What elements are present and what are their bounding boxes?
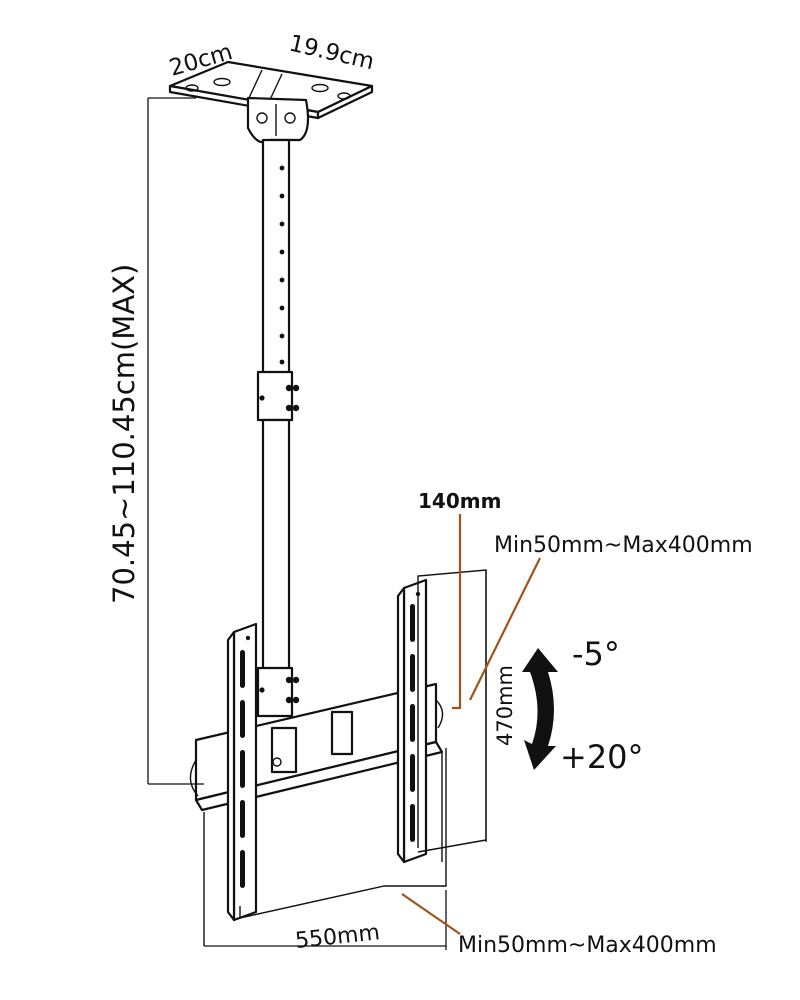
arm-spacing-label: 140mm [418,489,501,513]
vesa-top-label: Min50mm~Max400mm [494,533,753,558]
dimension-lines [147,97,487,950]
curved-double-arrow-icon [522,648,558,770]
plate-depth-label: 19.9cm [287,31,377,76]
labels: 20cm 19.9cm 70.45~110.45cm(MAX) 140mm Mi… [107,31,753,958]
arm-spacing-leader [452,514,462,710]
ceiling-plate [168,60,374,120]
panel-height-label: 470mm [493,665,517,746]
pivot-bracket [246,96,310,144]
upper-pole [261,138,291,382]
vesa-bottom-leader [401,893,461,935]
tilt-down-label: +20° [560,738,644,776]
left-vertical-arm [226,622,258,922]
leader-lines [401,514,541,935]
tilt-up-label: -5° [572,635,620,673]
pole-height-label: 70.45~110.45cm(MAX) [107,264,141,604]
vesa-bottom-label: Min50mm~Max400mm [458,933,717,958]
lower-pole [256,370,300,718]
panel-width-label: 550mm [294,920,381,954]
vesa-top-leader [469,557,541,701]
right-vertical-arm [396,578,428,864]
